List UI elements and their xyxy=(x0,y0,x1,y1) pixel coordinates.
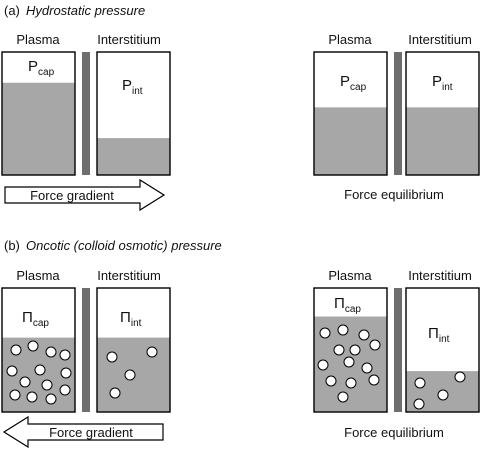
panel-b-left-plasma-label: Plasma xyxy=(16,268,60,283)
panel-b-right-caption: Force equilibrium xyxy=(344,425,444,440)
protein-particle xyxy=(345,377,357,389)
panel-b-left-interstitium-label: Interstitium xyxy=(97,268,161,283)
protein-particle xyxy=(454,371,466,383)
panel-b-left-int-symbol: Πint xyxy=(120,309,142,329)
protein-particle xyxy=(414,377,426,389)
panel-a-right-caption: Force equilibrium xyxy=(344,187,444,202)
panel-a-left-caption: Force gradient xyxy=(30,188,114,203)
protein-particle xyxy=(333,344,345,356)
panel-b-left-force-arrow xyxy=(2,415,164,449)
protein-particle xyxy=(349,344,361,356)
panel-b-right-int-particles xyxy=(413,371,466,410)
panel-b-right-int-symbol: Πint xyxy=(428,325,450,345)
protein-particle xyxy=(34,364,46,376)
panel-a-left-int-symbol: Pint xyxy=(122,77,143,97)
panel-a-right-plasma-symbol: Pcap xyxy=(340,73,367,93)
protein-particle xyxy=(106,351,118,363)
panel-a-left-plasma-label: Plasma xyxy=(16,32,60,47)
panel-a-letter: (a) xyxy=(4,3,20,18)
protein-particle xyxy=(124,369,136,381)
panel-b-left-int-outline xyxy=(96,287,171,413)
protein-particle xyxy=(325,375,337,387)
protein-particle xyxy=(317,359,329,371)
panel-b-left-plasma-symbol: Πcap xyxy=(22,309,49,329)
panel-a-left-membrane xyxy=(82,52,90,175)
panel-a-title: Hydrostatic pressure xyxy=(26,3,145,18)
panel-a-right: Plasma Interstitium Pcap Pint Force equi… xyxy=(313,32,480,202)
panel-a-left-plasma-symbol: Pcap xyxy=(28,58,55,78)
panel-b-right-plasma-outline xyxy=(313,287,388,413)
protein-particle xyxy=(413,398,425,410)
protein-particle xyxy=(27,340,39,352)
panel-b-left: Plasma Interstitium Πcap Πint Force grad… xyxy=(1,268,171,449)
panel-a-left-int-fluid xyxy=(97,138,170,175)
protein-particle xyxy=(337,391,349,403)
panel-a-right-membrane xyxy=(394,52,402,175)
protein-particle xyxy=(10,344,22,356)
panel-b-left-membrane xyxy=(82,288,90,412)
panel-b-right-membrane xyxy=(394,288,402,412)
panel-b-left-int-particles xyxy=(106,346,158,399)
panel-b-right-plasma-label: Plasma xyxy=(328,268,372,283)
panel-a-left-interstitium-label: Interstitium xyxy=(97,32,161,47)
protein-particle xyxy=(368,374,380,386)
panel-a-right-plasma-label: Plasma xyxy=(328,32,372,47)
panel-a-right-plasma-fluid xyxy=(314,107,387,175)
panel-b-left-caption: Force gradient xyxy=(49,425,133,440)
panel-b-right-plasma-particles xyxy=(317,324,381,403)
panel-b-right-int-outline xyxy=(405,287,480,413)
protein-particle xyxy=(146,346,158,358)
panel-a-left-int-outline xyxy=(96,51,171,176)
panel-b-left-plasma-outline xyxy=(1,287,76,413)
panel-a-right-interstitium-label: Interstitium xyxy=(408,32,472,47)
protein-particle xyxy=(45,346,57,358)
protein-particle xyxy=(41,379,53,391)
protein-particle xyxy=(45,393,57,405)
panel-a-right-int-symbol: Pint xyxy=(432,73,453,93)
protein-particle xyxy=(319,327,331,339)
panel-a-left-plasma-outline xyxy=(1,51,76,176)
panel-a-left-plasma-fluid xyxy=(2,82,75,175)
protein-particle xyxy=(60,367,72,379)
protein-particle xyxy=(369,339,381,351)
protein-particle xyxy=(361,362,373,374)
protein-particle xyxy=(26,391,38,403)
protein-particle xyxy=(9,389,21,401)
panel-a-right-int-fluid xyxy=(406,107,479,175)
panel-b-title: Oncotic (colloid osmotic) pressure xyxy=(26,238,222,253)
panel-b-right-plasma-symbol: Πcap xyxy=(334,295,361,315)
protein-particle xyxy=(19,376,31,388)
protein-particle xyxy=(437,389,449,401)
panel-b-right-interstitium-label: Interstitium xyxy=(408,268,472,283)
panel-b-left-plasma-particles xyxy=(6,340,72,405)
protein-particle xyxy=(343,356,355,368)
protein-particle xyxy=(337,324,349,336)
protein-particle xyxy=(59,349,71,361)
panel-a-left: Plasma Interstitium Pcap Pint Force grad… xyxy=(1,32,171,212)
protein-particle xyxy=(358,329,370,341)
protein-particle xyxy=(6,365,18,377)
panel-a-right-int-outline xyxy=(405,51,480,176)
panel-b-letter: (b) xyxy=(4,238,20,253)
panel-a-right-plasma-outline xyxy=(313,51,388,176)
protein-particle xyxy=(109,387,121,399)
panel-b-right: Plasma Interstitium Πcap Πint Force equi… xyxy=(313,268,480,440)
panel-a-left-force-arrow xyxy=(4,178,166,212)
protein-particle xyxy=(59,384,71,396)
